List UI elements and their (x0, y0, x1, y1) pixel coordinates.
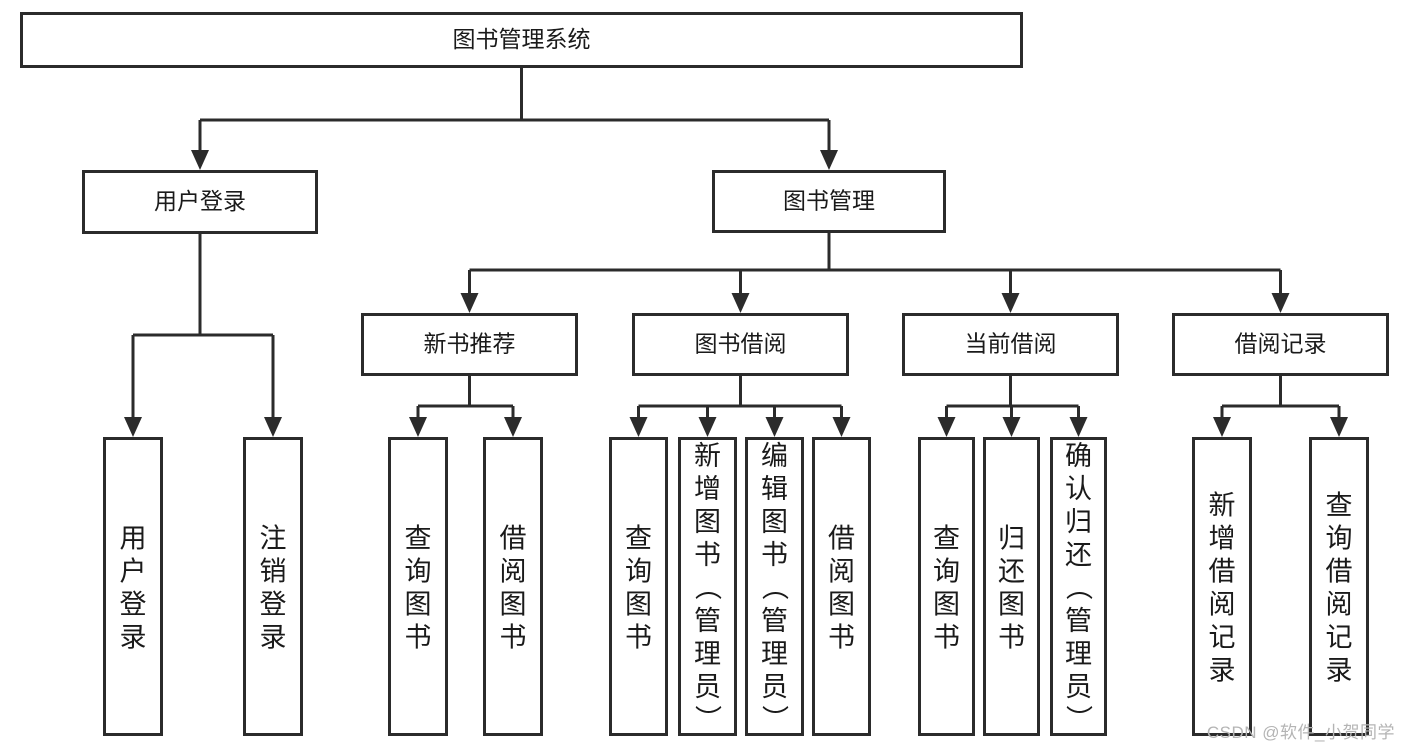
node-box-leaf_query_book_3 (918, 437, 975, 736)
edge-group-book_manage (460, 233, 1290, 313)
node-box-leaf_confirm_return (1050, 437, 1107, 736)
node-leaf_logout[interactable]: 注销登录 (243, 437, 303, 736)
node-label-book_manage: 图书管理 (783, 188, 875, 214)
node-leaf_edit_book[interactable]: 编辑图书（管理员） (745, 437, 804, 736)
node-box-book_borrow (632, 313, 849, 376)
node-leaf_confirm_return[interactable]: 确认归还（管理员） (1050, 437, 1107, 736)
node-user_login[interactable]: 用户登录 (82, 170, 318, 234)
node-label-leaf_edit_book: 编辑图书（管理员） (761, 441, 789, 735)
node-box-leaf_add_record (1192, 437, 1252, 736)
node-box-borrow_record (1172, 313, 1389, 376)
arrow-head-icon (460, 293, 479, 313)
edges-layer (124, 68, 1348, 437)
node-box-new_book_rec (361, 313, 578, 376)
node-leaf_return_book[interactable]: 归还图书 (983, 437, 1040, 736)
arrow-head-icon (765, 417, 784, 437)
arrow-head-icon (820, 150, 838, 170)
node-box-leaf_query_book_1 (388, 437, 448, 736)
edge-group-borrow_record (1213, 376, 1348, 437)
node-box-leaf_edit_book (745, 437, 804, 736)
node-leaf_query_book_3[interactable]: 查询图书 (918, 437, 975, 736)
node-label-leaf_borrow_book_2: 借阅图书 (828, 524, 855, 653)
arrow-head-icon (1271, 293, 1290, 313)
node-leaf_add_book[interactable]: 新增图书（管理员） (678, 437, 737, 736)
nodes-layer: 图书管理系统用户登录图书管理新书推荐图书借阅当前借阅借阅记录用户登录注销登录查询… (20, 12, 1389, 736)
arrow-head-icon (1001, 293, 1020, 313)
arrow-head-icon (124, 417, 142, 437)
node-label-leaf_query_book_1: 查询图书 (405, 524, 432, 653)
arrow-head-icon (698, 417, 717, 437)
node-leaf_query_book_1[interactable]: 查询图书 (388, 437, 448, 736)
arrow-head-icon (1330, 417, 1348, 437)
arrow-head-icon (264, 417, 282, 437)
arrow-head-icon (409, 417, 427, 437)
node-label-user_login: 用户登录 (154, 188, 246, 214)
node-box-root (20, 12, 1023, 68)
node-root[interactable]: 图书管理系统 (20, 12, 1023, 68)
node-current_borrow[interactable]: 当前借阅 (902, 313, 1119, 376)
arrow-head-icon (832, 417, 851, 437)
node-label-leaf_borrow_book_1: 借阅图书 (500, 524, 527, 653)
edge-group-new_book_rec (409, 376, 522, 437)
node-label-leaf_logout: 注销登录 (260, 524, 287, 653)
arrow-head-icon (629, 417, 648, 437)
arrow-head-icon (1069, 417, 1088, 437)
node-box-leaf_logout (243, 437, 303, 736)
node-label-leaf_query_book_3: 查询图书 (933, 524, 960, 653)
node-box-user_login (82, 170, 318, 234)
node-book_manage[interactable]: 图书管理 (712, 170, 946, 233)
node-label-root: 图书管理系统 (453, 26, 591, 52)
node-box-leaf_borrow_book_1 (483, 437, 543, 736)
node-label-leaf_add_record: 新增借阅记录 (1209, 491, 1236, 686)
node-label-leaf_return_book: 归还图书 (998, 524, 1025, 653)
node-box-leaf_user_login (103, 437, 163, 736)
node-box-leaf_query_record (1309, 437, 1369, 736)
node-borrow_record[interactable]: 借阅记录 (1172, 313, 1389, 376)
arrow-head-icon (504, 417, 522, 437)
node-box-book_manage (712, 170, 946, 233)
node-label-leaf_confirm_return: 确认归还（管理员） (1065, 441, 1093, 735)
node-leaf_query_record[interactable]: 查询借阅记录 (1309, 437, 1369, 736)
arrow-head-icon (191, 150, 209, 170)
arrow-head-icon (731, 293, 750, 313)
node-leaf_add_record[interactable]: 新增借阅记录 (1192, 437, 1252, 736)
node-box-current_borrow (902, 313, 1119, 376)
node-box-leaf_add_book (678, 437, 737, 736)
node-box-leaf_borrow_book_2 (812, 437, 871, 736)
arrow-head-icon (1002, 417, 1021, 437)
node-leaf_borrow_book_2[interactable]: 借阅图书 (812, 437, 871, 736)
node-box-leaf_return_book (983, 437, 1040, 736)
node-label-leaf_user_login: 用户登录 (120, 524, 147, 653)
node-box-leaf_query_book_2 (609, 437, 668, 736)
node-leaf_user_login[interactable]: 用户登录 (103, 437, 163, 736)
node-label-leaf_add_book: 新增图书（管理员） (694, 441, 722, 735)
node-leaf_borrow_book_1[interactable]: 借阅图书 (483, 437, 543, 736)
node-new_book_rec[interactable]: 新书推荐 (361, 313, 578, 376)
node-label-book_borrow: 图书借阅 (695, 331, 787, 357)
node-leaf_query_book_2[interactable]: 查询图书 (609, 437, 668, 736)
edge-group-user_login (124, 234, 282, 437)
arrow-head-icon (937, 417, 956, 437)
edge-group-current_borrow (937, 376, 1088, 437)
node-book_borrow[interactable]: 图书借阅 (632, 313, 849, 376)
node-label-new_book_rec: 新书推荐 (424, 331, 516, 357)
node-label-leaf_query_record: 查询借阅记录 (1326, 491, 1353, 686)
edge-group-root (191, 68, 838, 170)
node-label-current_borrow: 当前借阅 (965, 331, 1057, 357)
node-label-borrow_record: 借阅记录 (1235, 331, 1327, 357)
node-label-leaf_query_book_2: 查询图书 (625, 524, 652, 653)
edge-group-book_borrow (629, 376, 851, 437)
arrow-head-icon (1213, 417, 1231, 437)
